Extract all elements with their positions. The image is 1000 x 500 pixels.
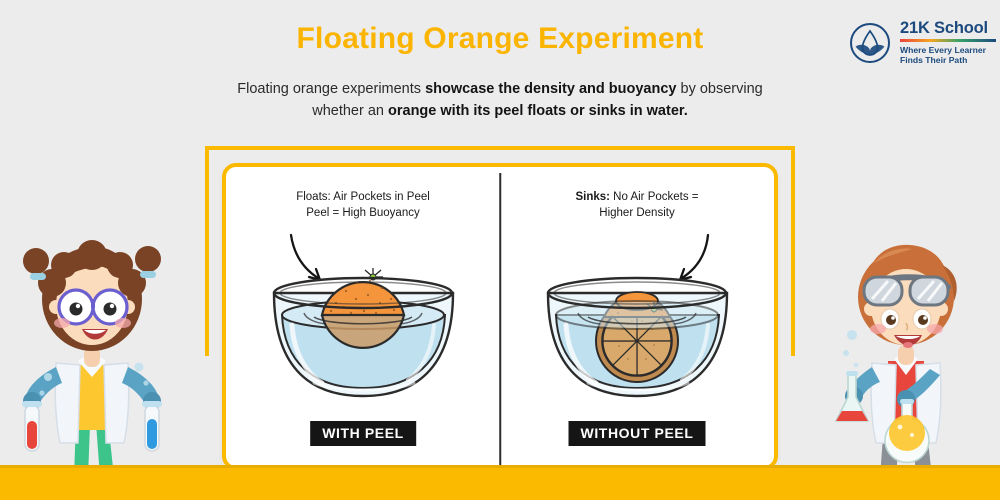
caption-with-peel-line-2: Peel = High Buoyancy (306, 207, 420, 220)
label-with-peel: WITH PEEL (310, 421, 416, 446)
caption-without-peel-line-2: Higher Density (599, 207, 675, 220)
subtitle-bold-2: orange with its peel floats or sinks in … (388, 103, 688, 120)
decorative-bracket-frame (205, 146, 795, 356)
girl-scientist-illustration (8, 225, 178, 500)
logo-tagline-line-2: Finds Their Path (900, 55, 968, 66)
panel-with-peel: Floats: Air Pockets in Peel Peel = High … (226, 167, 500, 466)
subtitle-text-1: Floating orange experiments (237, 81, 426, 97)
subtitle-bold-1: showcase the density and buoyancy (425, 81, 677, 97)
bracket-top-edge (205, 146, 795, 150)
panel-without-peel: Sinks: No Air Pockets = Higher Density (500, 167, 774, 466)
caption-with-peel: Floats: Air Pockets in Peel Peel = High … (226, 189, 500, 222)
bracket-left-edge (205, 146, 209, 356)
brand-logo[interactable]: 21K School Where Every Learner Finds The… (848, 17, 996, 69)
logo-tagline-line-1: Where Every Learner (900, 44, 986, 55)
boy-scientist-illustration (822, 225, 992, 500)
page-subtitle: Floating orange experiments showcase the… (220, 78, 780, 123)
pointer-arrow-left (289, 233, 321, 282)
panel-divider (499, 173, 501, 468)
bottom-bar-top-edge (0, 465, 1000, 468)
illustration-orange-sinking (500, 233, 774, 408)
logo-underline-rule (900, 39, 996, 42)
caption-without-peel-bold: Sinks: (575, 191, 610, 203)
logo-text-block: 21K School Where Every Learner Finds The… (900, 19, 996, 66)
page-title: Floating Orange Experiment (296, 22, 704, 55)
bracket-right-edge (791, 146, 795, 356)
subtitle-text-2: by observing whether an (312, 81, 763, 120)
lotus-circle-icon (848, 21, 892, 65)
bottom-accent-bar (0, 465, 1000, 500)
caption-without-peel-rest: No Air Pockets = (609, 191, 699, 203)
label-without-peel: WITHOUT PEEL (568, 421, 706, 446)
comparison-card: Floats: Air Pockets in Peel Peel = High … (222, 163, 778, 470)
caption-without-peel: Sinks: No Air Pockets = Higher Density (500, 189, 774, 222)
illustration-orange-floating (226, 233, 500, 408)
pointer-arrow-right (678, 233, 709, 282)
logo-name: 21K School (900, 19, 988, 38)
caption-with-peel-line-1: Floats: Air Pockets in Peel (296, 191, 430, 203)
